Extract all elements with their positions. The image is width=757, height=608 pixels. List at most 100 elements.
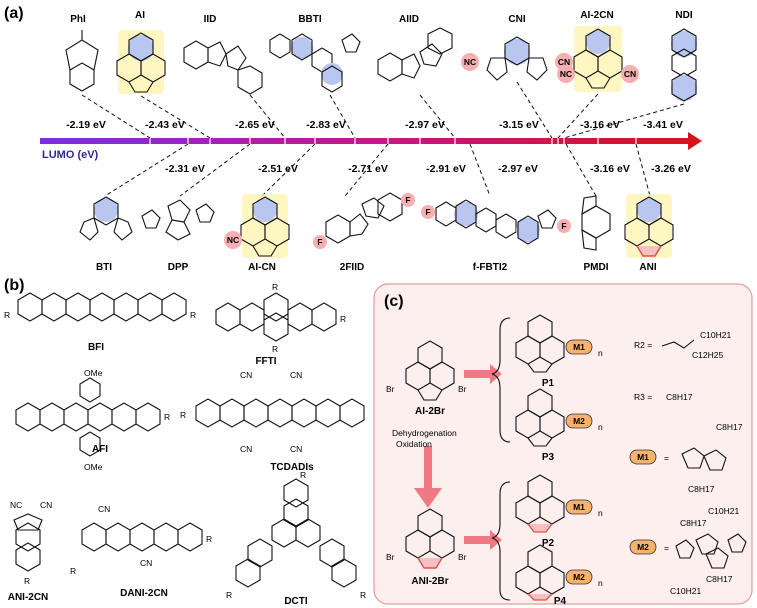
lumo-value-2fiid: -2.91 eV [426, 163, 466, 175]
brace-ai-polymers [491, 317, 511, 443]
lumo-value-f-fbti2: -2.97 eV [498, 163, 538, 175]
tcdadis-cn-3: CN [240, 444, 252, 454]
mol-name-bbti: BBTI [298, 14, 322, 25]
ai-2cn-nc-label: NC [560, 69, 572, 79]
bottom-connectors [104, 143, 651, 197]
p4-n: n [598, 578, 603, 588]
cni-nc-label: NC [464, 57, 476, 67]
m2-chain-3: C8H17 [706, 574, 733, 584]
r3-definition: R3 = [634, 392, 652, 402]
p1-m1-box [565, 339, 593, 355]
mol-name-dani-2cn: DANI-2CN [120, 588, 168, 599]
p2-m1-box [565, 499, 593, 515]
lumo-value-ai: -2.43 eV [145, 119, 185, 131]
mol-dcti-structure: R R R [226, 470, 366, 600]
r2-chain-top: C10H21 [700, 330, 731, 340]
r2-chain-bottom: C12H25 [692, 350, 723, 360]
dcti-r-right: R [360, 590, 366, 600]
lumo-value-ai-cn: -2.71 eV [348, 163, 388, 175]
mol-name-tcdadis: TCDADIs [270, 462, 314, 473]
p4-m2-box [565, 569, 593, 585]
mol-name-2fiid: 2FIID [340, 262, 364, 273]
panel-b-label: (b) [4, 277, 24, 294]
mol-2fiid-structure: F F [313, 192, 415, 249]
p3-n: n [598, 422, 603, 432]
mol-phi-structure [65, 30, 99, 92]
step-text-line1: Dehydrogenation [392, 428, 457, 438]
mol-name-aiid: AIID [399, 14, 419, 25]
panel-a-label: (a) [4, 5, 24, 22]
ffti-r-right: R [340, 314, 346, 324]
top-connectors [81, 81, 685, 139]
polymer-name-p3: P3 [542, 452, 555, 463]
p4-m2-label: M2 [573, 572, 585, 582]
dcti-r-top: R [300, 470, 306, 480]
afi-ome-top: OMe [84, 368, 103, 378]
mol-bti-structure [79, 196, 133, 241]
mol-tcdadis-structure: CN CN CN CN R [180, 370, 365, 454]
dani-2cn-r-left: R [70, 566, 76, 576]
mol-name-pmdi: PMDI [584, 262, 609, 273]
ai-cn-nc-label: NC [227, 235, 239, 245]
m2-def-box [629, 539, 657, 555]
polymer-name-p4: P4 [554, 596, 567, 607]
lumo-value-iid: -2.65 eV [235, 119, 275, 131]
polymer-p1: M1 n [515, 314, 603, 373]
mol-name-ffti: FFTI [255, 356, 276, 367]
mol-iid-structure [183, 40, 263, 95]
lumo-value-phi: -2.19 eV [66, 119, 106, 131]
m1-chain-bottom: C8H17 [688, 484, 715, 494]
ai-2br-br-right: Br [458, 384, 467, 394]
mol-ani-2cn-structure: NC CN R [10, 500, 52, 586]
brace-ani-polymers [491, 481, 511, 601]
ai-2br-br-left: Br [386, 384, 395, 394]
2fiid-f-top-label: F [405, 195, 410, 205]
ani-2br-br-left: Br [386, 552, 395, 562]
m2-def-label: M2 [637, 542, 649, 552]
mol-bfi-structure: R R [4, 292, 196, 322]
r2-definition: R2 = [634, 340, 652, 350]
mol-name-ai-2br: AI-2Br [415, 406, 445, 417]
panel-c-box [373, 283, 753, 605]
p1-n: n [598, 348, 603, 358]
step-text-line2: Oxidation [396, 439, 432, 449]
mol-name-bfi: BFI [88, 342, 104, 353]
mol-ani-structure [624, 194, 674, 258]
m1-def-box [629, 449, 657, 465]
mol-bbti-structure [269, 33, 361, 93]
f-fbti2-f-left-label: F [425, 207, 430, 217]
mol-f-fbti2-structure: F F [421, 199, 571, 245]
m2-equals: = [664, 543, 669, 553]
reaction-arrow-shaft [424, 446, 432, 490]
ffti-r-top: R [272, 282, 278, 292]
mol-name-cni: CNI [508, 14, 525, 25]
ffti-r-bottom: R [272, 344, 278, 354]
mol-dpp-structure [141, 199, 215, 241]
p3-m2-label: M2 [573, 416, 585, 426]
tcdadis-cn-1: CN [240, 370, 252, 380]
mol-name-ai-2cn: AI-2CN [580, 10, 613, 21]
mol-name-dcti: DCTI [284, 596, 308, 607]
arrow-to-ani-polymers [464, 530, 502, 550]
lumo-value-dpp: -2.51 eV [258, 163, 298, 175]
p1-m1-label: M1 [573, 342, 585, 352]
ani-2cn-nc: NC [10, 500, 22, 510]
dani-2cn-cn-bottom: CN [140, 558, 152, 568]
mol-pmdi-structure [581, 195, 611, 251]
polymer-name-p2: P2 [542, 538, 555, 549]
cni-cn-label: CN [558, 57, 570, 67]
dani-2cn-cn-top: CN [98, 504, 110, 514]
m1-equals: = [664, 453, 669, 463]
lumo-value-bti: -2.31 eV [165, 163, 205, 175]
p2-m1-label: M1 [573, 502, 585, 512]
lumo-value-cni: -3.15 eV [499, 119, 539, 131]
f-fbti2-f-right-label: F [561, 221, 566, 231]
m1-chain-top: C8H17 [716, 422, 743, 432]
mol-name-bti: BTI [96, 262, 112, 273]
mol-name-ai-cn: AI-CN [248, 262, 276, 273]
mol-name-f-fbti2: f-FBTI2 [473, 262, 508, 273]
mol-ai-structure [116, 30, 166, 94]
mol-ai-2br-structure: Br Br [386, 340, 467, 401]
polymer-p3: M2 n [515, 388, 603, 447]
